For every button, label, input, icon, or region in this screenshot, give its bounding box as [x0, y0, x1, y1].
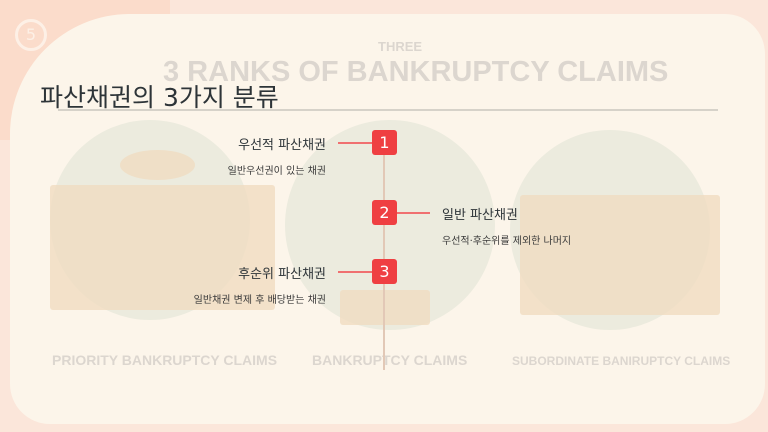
coin-icon — [120, 150, 195, 180]
badge-2: 2 — [372, 200, 397, 225]
item-2-desc: 우선적·후순위를 제외한 나머지 — [442, 236, 572, 247]
item-1-desc: 일반우선권이 있는 채권 — [227, 166, 326, 177]
item-2-label: 일반 파산채권 — [442, 208, 518, 223]
item-3-label: 후순위 파산채권 — [238, 267, 326, 282]
connector-2 — [396, 212, 430, 214]
connector-1 — [338, 142, 373, 144]
bg-column-1: PRIORITY BANKRUPTCY CLAIMS — [52, 352, 278, 368]
bg-heading: 3 RANKS OF BANKRUPTCY CLAIMS — [163, 56, 669, 88]
coin-stacks-illustration — [520, 195, 720, 315]
bg-column-3: SUBORDINATE BANIRUPTCY CLAIMS — [512, 354, 731, 368]
scales-illustration — [340, 290, 430, 325]
title-underline — [58, 109, 718, 111]
timeline-line — [383, 140, 385, 370]
bg-eyebrow: THREE — [378, 39, 423, 54]
item-1-label: 우선적 파산채권 — [238, 138, 326, 153]
page-title: 파산채권의 3가지 분류 — [40, 83, 279, 112]
books-illustration — [50, 185, 275, 310]
connector-3 — [338, 271, 373, 273]
badge-1: 1 — [372, 130, 397, 155]
step-number-logo: 5 — [15, 19, 47, 51]
item-3-desc: 일반채권 변제 후 배당받는 채권 — [193, 295, 326, 306]
badge-3: 3 — [372, 259, 397, 284]
bg-column-2: BANKRUPTCY CLAIMS — [312, 352, 468, 368]
